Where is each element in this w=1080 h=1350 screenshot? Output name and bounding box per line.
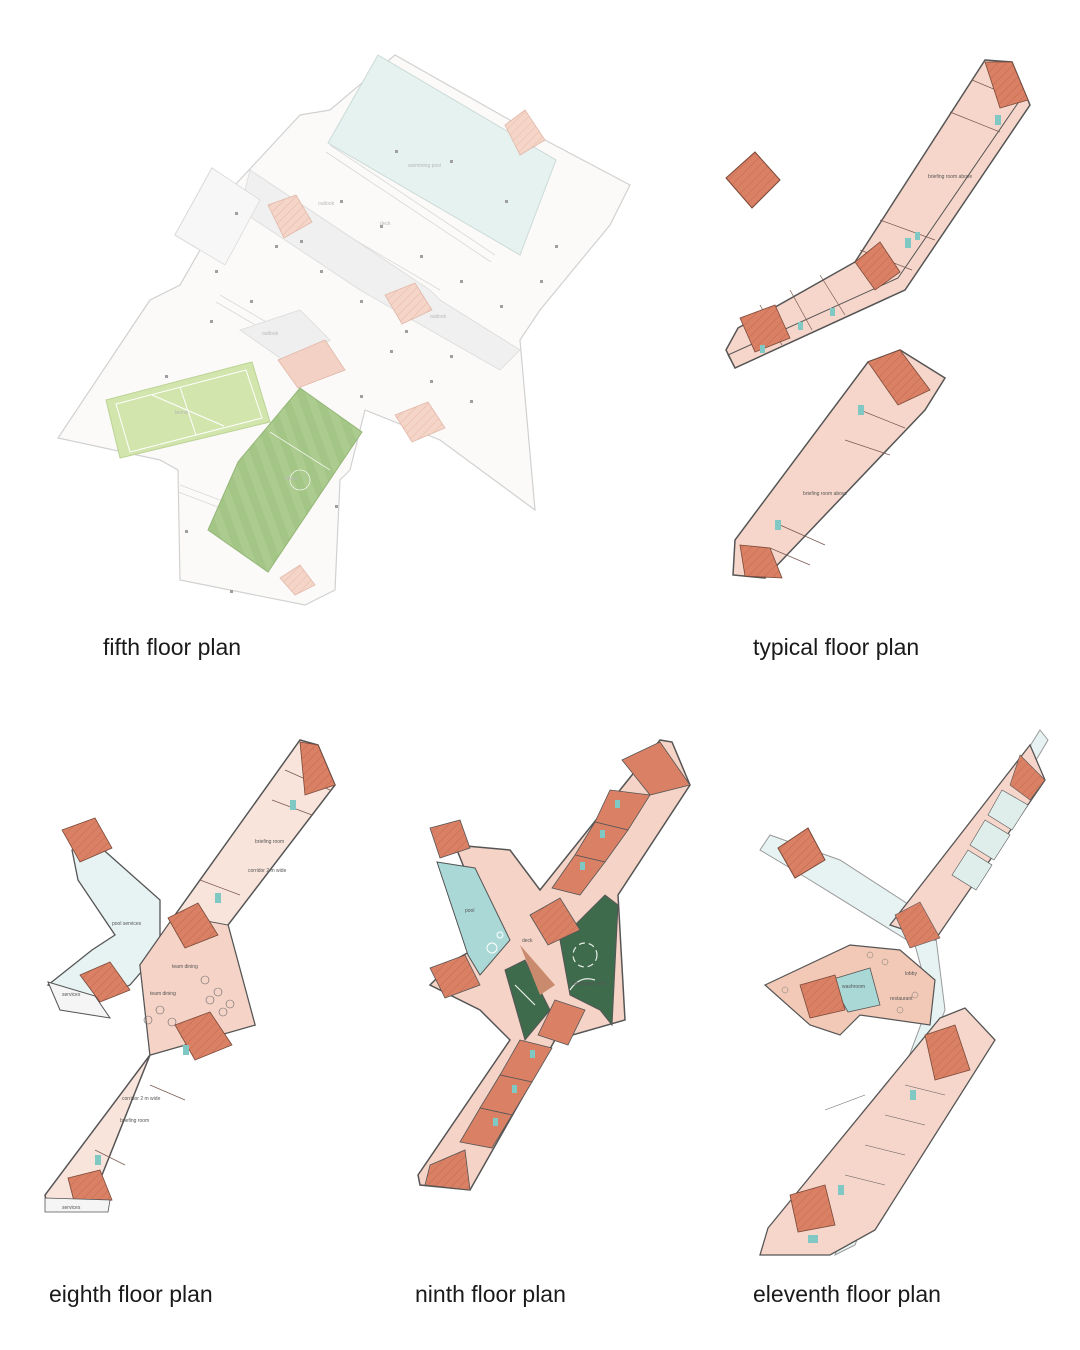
- core: [61, 817, 113, 863]
- washroom-label: washroom: [842, 984, 865, 990]
- core: [299, 741, 336, 796]
- outlook-label-1: outlook: [318, 201, 335, 207]
- ninth-pool: [436, 861, 511, 976]
- core: [504, 109, 546, 156]
- pool-services-label: pool services: [112, 921, 142, 927]
- terrace: [174, 167, 261, 266]
- core: [789, 1184, 836, 1233]
- briefing-room-above-label-2: briefing room above: [803, 491, 847, 497]
- eighth-floor-plan: pool services services team dining team …: [44, 739, 336, 1213]
- ninth-floor-plan-caption: ninth floor plan: [415, 1281, 566, 1307]
- deck-wedge: [520, 945, 555, 995]
- team-dining-label-1: team dining: [172, 964, 198, 970]
- core: [279, 564, 316, 596]
- lobby-label: lobby: [905, 971, 917, 977]
- typical-isolated-core: [725, 151, 781, 209]
- core: [384, 282, 433, 325]
- pool-decoration: [486, 931, 504, 954]
- eleventh-floor-plan: washroom restaurant lobby: [759, 729, 1049, 1257]
- futsal-lines: [269, 431, 331, 491]
- ninth-floor-plan: pool deck landscape area: [417, 739, 691, 1191]
- typical-lower-wing: [732, 349, 947, 579]
- core: [67, 1169, 113, 1206]
- core: [267, 194, 313, 239]
- briefing-room-label-1: briefing room: [255, 839, 284, 845]
- pool-label: pool: [465, 908, 474, 914]
- team-dining-label-2: team dining: [150, 991, 176, 997]
- fifth-floor-columns: [165, 150, 558, 593]
- corridor-label-1: corridor 2 m wide: [248, 868, 287, 874]
- restaurant-label: restaurant: [890, 996, 913, 1002]
- typical-lower-dividers: [769, 409, 906, 566]
- dining-tables: [143, 975, 235, 1040]
- fifth-floor-plan-caption: fifth floor plan: [103, 634, 242, 660]
- typical-floor-plan-caption: typical floor plan: [753, 634, 920, 660]
- deck-label-ninth: deck: [522, 938, 533, 944]
- landscape-area-label: landscape area: [572, 981, 606, 987]
- core: [739, 304, 791, 353]
- core: [167, 902, 219, 949]
- tennis-court-lines: [115, 369, 263, 453]
- lower-wing-rooms: [824, 1084, 946, 1186]
- core: [867, 349, 931, 406]
- briefing-room-above-label-1: briefing room above: [928, 174, 972, 180]
- core: [799, 974, 846, 1019]
- core: [984, 61, 1029, 109]
- ninth-lower-rooms: [424, 819, 586, 1191]
- services-strip: [47, 981, 112, 1019]
- washroom-fixtures: [760, 115, 1001, 353]
- team-dining-area: [139, 914, 256, 1056]
- core: [79, 961, 131, 1003]
- eleventh-floor-plan-caption: eleventh floor plan: [753, 1281, 941, 1307]
- core: [924, 1024, 971, 1081]
- eleventh-isolated-core: [777, 827, 826, 879]
- services-strip: [44, 1197, 111, 1213]
- briefing-room-label-2: briefing room: [120, 1118, 149, 1124]
- core: [739, 544, 783, 579]
- typical-floor-plan: briefing room above briefing room above: [725, 59, 1031, 579]
- services-label-1: services: [62, 992, 81, 998]
- core: [854, 241, 901, 291]
- garden-paths: [514, 942, 598, 1006]
- core: [277, 339, 346, 389]
- swimming-pool-area: [327, 54, 557, 256]
- eleventh-upper-rooms: [894, 754, 1046, 949]
- washroom-fixtures: [775, 405, 864, 530]
- tennis-label: tennis: [175, 410, 189, 416]
- washroom-fixtures: [493, 800, 620, 1126]
- ninth-upper-rooms: [529, 741, 691, 946]
- outlook-label-2: outlook: [430, 314, 447, 320]
- corridor-label-2: corridor 2 m wide: [122, 1096, 161, 1102]
- swimming-pool-label: swimming pool: [408, 163, 441, 169]
- restaurant-tables: [781, 951, 919, 1014]
- eighth-floor-plan-caption: eighth floor plan: [49, 1281, 213, 1307]
- futsal-label: futsal: [285, 476, 297, 482]
- washroom-fixtures: [95, 800, 296, 1165]
- services-label-2: services: [62, 1205, 81, 1211]
- deck-label: deck: [380, 221, 391, 227]
- futsal-pitch: [207, 387, 363, 573]
- fifth-floor-plan: swimming pool deck outlook outlook outlo…: [57, 54, 631, 606]
- core: [394, 401, 446, 443]
- washroom-fixtures: [808, 1090, 916, 1243]
- outlook-label-3: outlook: [262, 331, 279, 337]
